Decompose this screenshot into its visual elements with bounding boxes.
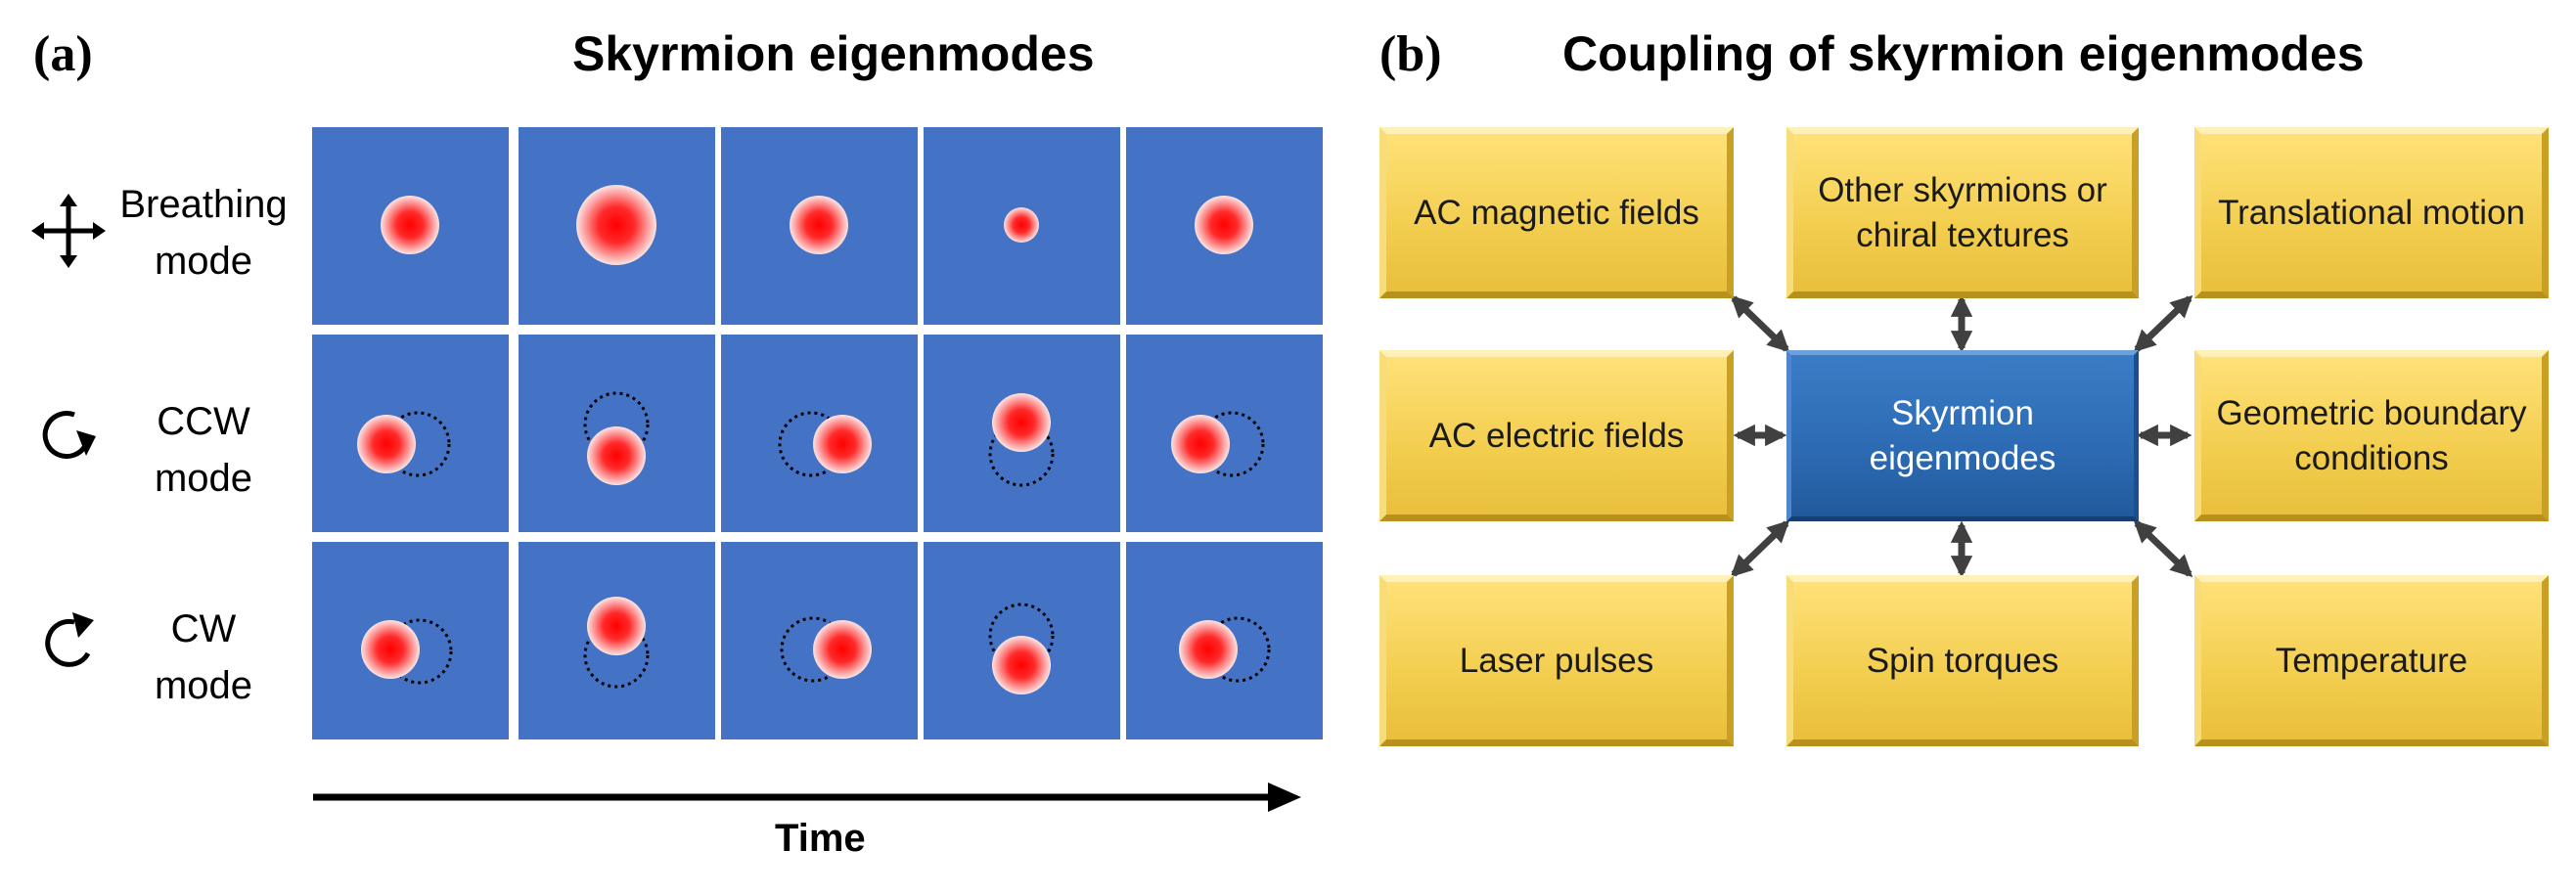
skyrmion-tile <box>312 127 509 325</box>
skyrmion-graphic <box>1171 411 1265 477</box>
skyrmion-graphic <box>1195 196 1253 254</box>
box-ac-magnetic-fields: AC magnetic fields <box>1379 127 1734 298</box>
mode-label-cw: CW mode <box>106 601 301 714</box>
skyrmion <box>992 636 1051 694</box>
box-line1: Laser pulses <box>1459 641 1654 680</box>
skyrmion <box>1171 415 1230 473</box>
skyrmion <box>361 620 420 679</box>
skyrmion-tile <box>721 542 918 739</box>
skyrmion <box>576 185 656 265</box>
skyrmion-graphic <box>1004 207 1039 243</box>
skyrmion-graphic <box>583 391 650 485</box>
skyrmion-graphic <box>381 196 439 254</box>
skyrmion <box>790 196 848 254</box>
box-laser-pulses: Laser pulses <box>1379 575 1734 746</box>
skyrmion-graphic <box>357 411 451 477</box>
skyrmion-tile <box>312 542 509 739</box>
box-line1: Other skyrmions or <box>1818 170 2107 209</box>
skyrmion-tile <box>924 542 1120 739</box>
skyrmion <box>587 597 646 655</box>
box-line1: AC magnetic fields <box>1414 193 1699 232</box>
reference-circle <box>583 622 650 689</box>
arrow-bot-left <box>1730 519 1790 578</box>
skyrmion-tile <box>1126 542 1323 739</box>
skyrmion <box>813 620 872 679</box>
box-ac-electric-fields: AC electric fields <box>1379 350 1734 521</box>
skyrmion <box>1179 620 1238 679</box>
panel-b-title: Coupling of skyrmion eigenmodes <box>1562 26 2365 81</box>
skyrmion-tile <box>721 127 918 325</box>
mode-label-ccw: CCW mode <box>106 393 301 507</box>
box-line1: Spin torques <box>1866 641 2059 680</box>
mode-label-line2: mode <box>154 240 253 283</box>
skyrmion-tile <box>519 542 715 739</box>
mode-label-line1: CW <box>170 607 237 650</box>
mode-label-line1: Breathing <box>119 183 288 226</box>
box-other-skyrmions: Other skyrmions or chiral textures <box>1786 127 2139 298</box>
skyrmion <box>813 415 872 473</box>
skyrmion-tile <box>312 335 509 532</box>
skyrmion-graphic <box>576 185 656 265</box>
time-label: Time <box>775 817 866 860</box>
skyrmion-tile <box>924 127 1120 325</box>
box-line2: chiral textures <box>1856 215 2069 254</box>
center-skyrmion-eigenmodes: Skyrmion eigenmodes <box>1786 350 2139 521</box>
clockwise-arrow-icon <box>45 612 94 667</box>
four-way-arrows-icon <box>31 194 106 268</box>
skyrmion-graphic <box>1179 616 1271 683</box>
skyrmion-graphic <box>988 603 1055 694</box>
skyrmion-tile <box>721 335 918 532</box>
skyrmion <box>1195 196 1253 254</box>
box-line1: AC electric fields <box>1428 416 1685 455</box>
panel-b-label: (b) <box>1379 26 1442 82</box>
skyrmion-tile <box>519 335 715 532</box>
skyrmion <box>587 426 646 485</box>
skyrmion <box>381 196 439 254</box>
mode-label-line2: mode <box>154 664 253 707</box>
box-line2: conditions <box>2294 438 2449 477</box>
skyrmion-graphic <box>583 597 650 689</box>
skyrmion <box>357 415 416 473</box>
skyrmion-graphic <box>361 618 453 685</box>
skyrmion-graphic <box>790 196 848 254</box>
box-translational-motion: Translational motion <box>2194 127 2549 298</box>
arrow-top-left <box>1730 294 1790 353</box>
skyrmion-graphic <box>780 616 872 683</box>
mode-label-line1: CCW <box>157 400 250 443</box>
mode-label-line2: mode <box>154 457 253 500</box>
arrow-bot-right <box>2133 519 2193 578</box>
skyrmion <box>992 393 1051 452</box>
mode-label-breathing: Breathing mode <box>106 176 301 290</box>
box-spin-torques: Spin torques <box>1786 575 2139 746</box>
counterclockwise-arrow-icon <box>42 411 96 459</box>
panel-a-label: (a) <box>33 26 93 82</box>
box-temperature: Temperature <box>2194 575 2549 746</box>
panel-a-title: Skyrmion eigenmodes <box>572 26 1095 81</box>
skyrmion-tile <box>1126 127 1323 325</box>
box-line1: Geometric boundary <box>2216 393 2527 432</box>
skyrmion-tile <box>519 127 715 325</box>
center-line2: eigenmodes <box>1869 438 2056 477</box>
skyrmion-graphic <box>778 411 872 477</box>
skyrmion-tile <box>924 335 1120 532</box>
box-geometric-boundary-conditions: Geometric boundary conditions <box>2194 350 2549 521</box>
box-line1: Temperature <box>2275 641 2468 680</box>
reference-circle <box>988 421 1055 487</box>
skyrmion-tile <box>1126 335 1323 532</box>
arrow-top-right <box>2133 294 2193 353</box>
skyrmion <box>1004 207 1039 243</box>
box-line1: Translational motion <box>2218 193 2525 232</box>
center-line1: Skyrmion <box>1891 393 2034 432</box>
skyrmion-graphic <box>988 393 1055 487</box>
